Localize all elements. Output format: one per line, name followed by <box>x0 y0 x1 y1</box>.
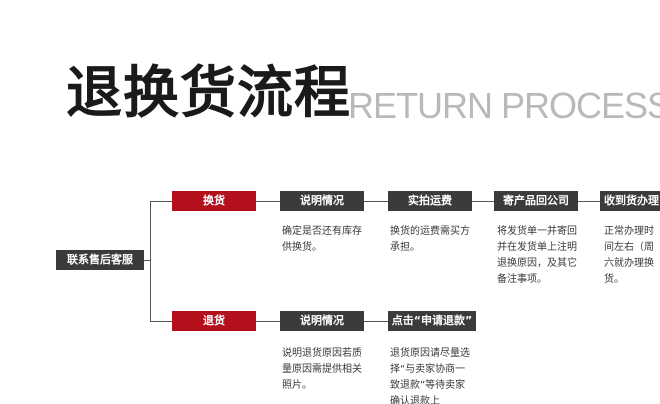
page-title: 退换货流程 <box>66 61 351 126</box>
exchange-step-4-desc: 正常办理时间左右（周六就办理换货。 <box>604 226 654 285</box>
connector-exchange <box>150 201 172 202</box>
branch-exchange-label: 换货 <box>172 191 256 211</box>
connector-vertical <box>150 201 151 321</box>
exchange-step-1-title: 说明情况 <box>280 191 364 211</box>
return-step-1-title: 说明情况 <box>280 311 364 331</box>
exchange-step-1-desc: 确定是否还有库存供换货。 <box>282 226 362 253</box>
exchange-step-3-desc: 将发货单一并寄回并在发货单上注明退换原因，及其它备注事项。 <box>497 226 577 285</box>
exchange-step-3-title: 寄产品回公司 <box>494 191 578 211</box>
page-subtitle-en: RETURN PROCESS <box>348 85 660 126</box>
exchange-step-2-desc: 换货的运费需买方承担。 <box>390 226 470 253</box>
return-step-1-desc: 说明退货原因若质量原因需提供相关照片。 <box>282 348 362 391</box>
return-step-2-desc: 退货原因请尽量选择“与卖家协商一致退款”等待卖家确认退款上 <box>390 348 470 404</box>
branch-return-label: 退货 <box>172 311 256 331</box>
start-node: 联系售后客服 <box>56 250 144 270</box>
return-step-2-title: 点击“申请退款” <box>388 311 476 331</box>
exchange-step-2-title: 实拍运费 <box>388 191 472 211</box>
exchange-step-4-title: 收到货办理 <box>600 191 660 211</box>
connector-return <box>150 321 172 322</box>
